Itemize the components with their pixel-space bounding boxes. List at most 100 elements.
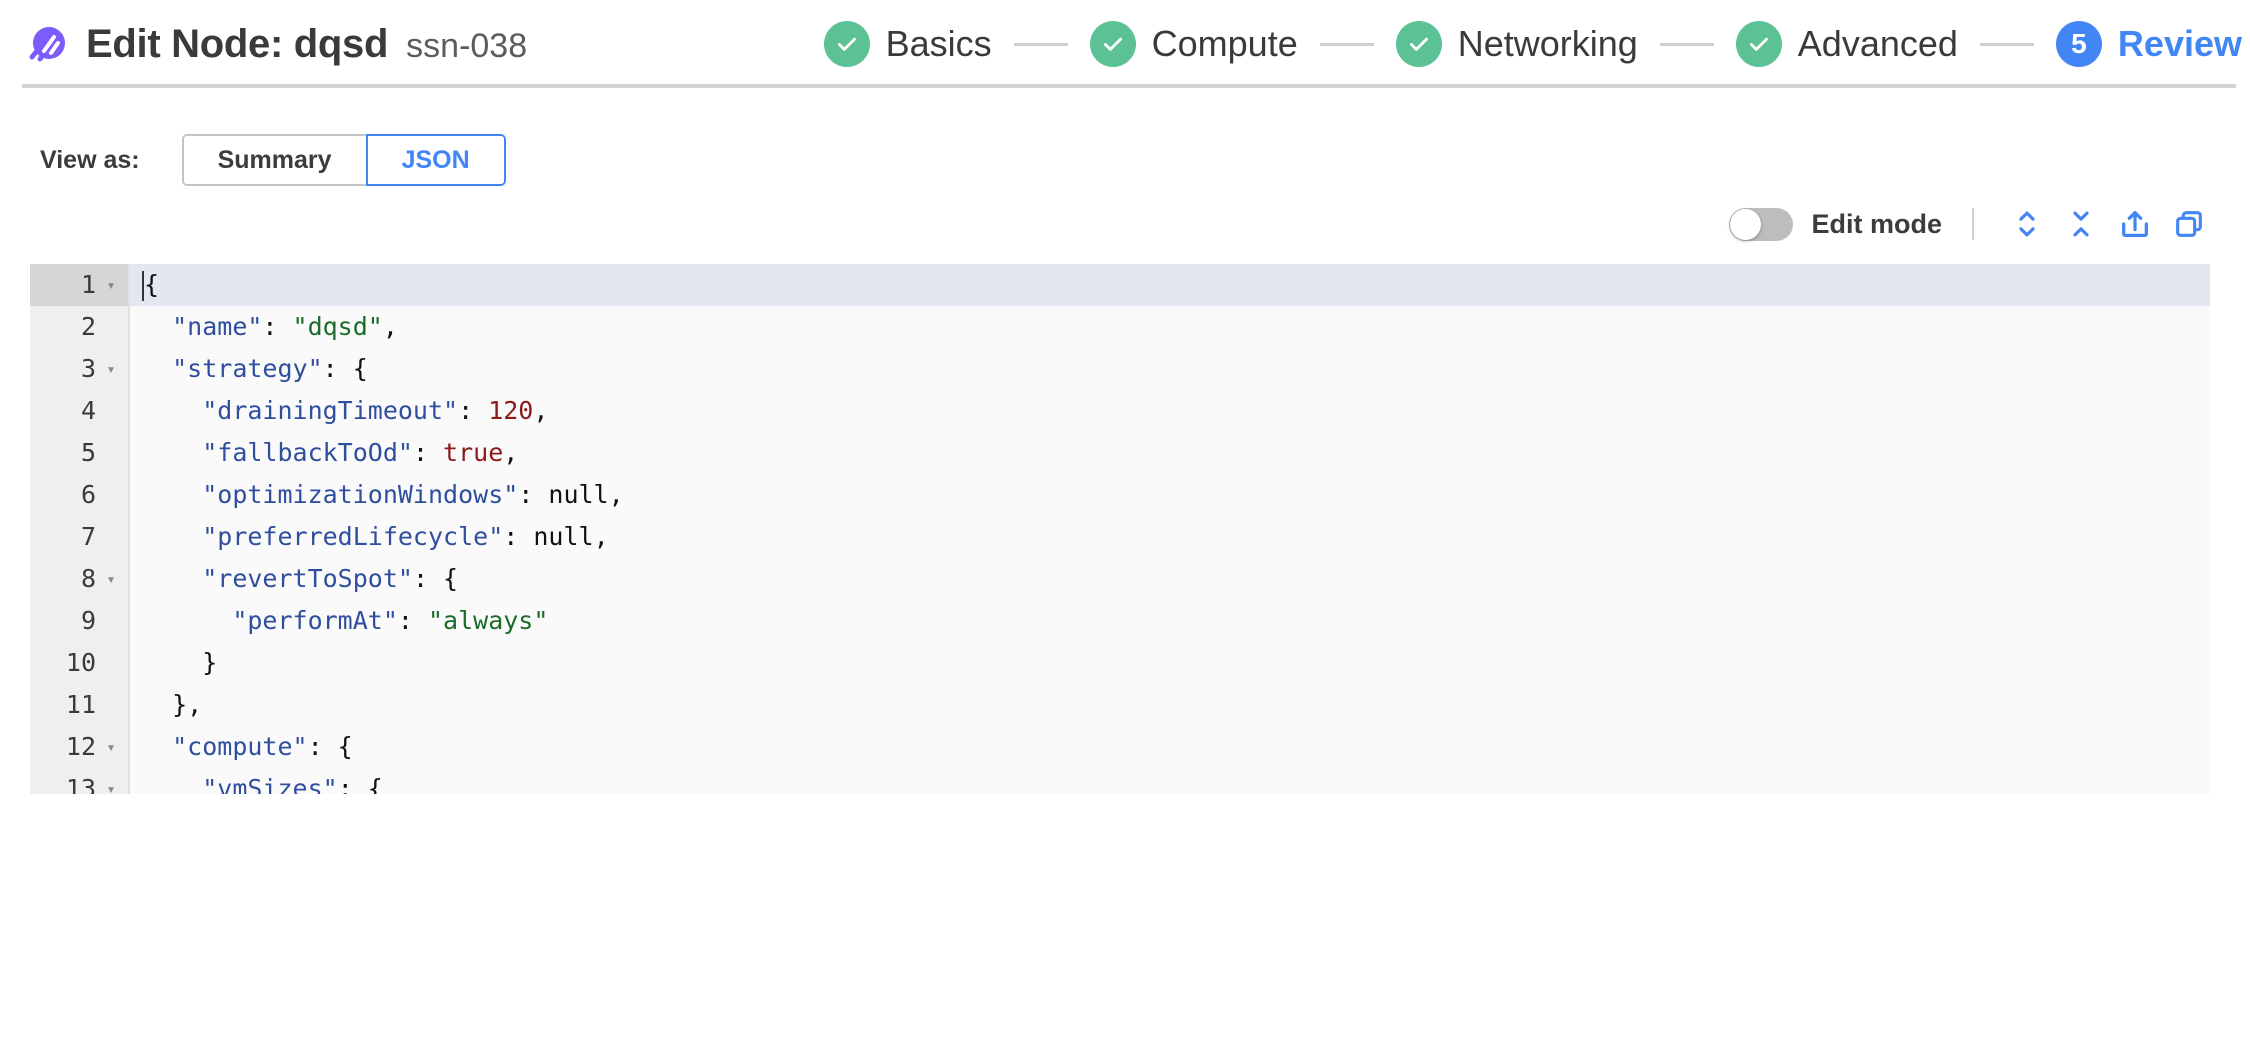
code-text[interactable]: "preferredLifecycle": null, xyxy=(130,516,2210,558)
step-status-basics xyxy=(823,21,870,67)
line-number: 7 xyxy=(80,522,96,551)
line-number: 10 xyxy=(65,648,96,677)
code-line[interactable]: 10▾ } xyxy=(30,642,2210,684)
code-line[interactable]: 9▾ "performAt": "always" xyxy=(30,600,2210,642)
line-gutter: 4▾ xyxy=(30,390,130,432)
step-status-networking xyxy=(1395,21,1442,67)
copy-button[interactable] xyxy=(2162,197,2216,251)
line-number: 5 xyxy=(80,438,96,467)
code-token-punct: : xyxy=(262,312,293,341)
code-text[interactable]: "revertToSpot": { xyxy=(130,558,2210,600)
line-gutter: 11▾ xyxy=(30,684,130,726)
code-token-null: null xyxy=(548,480,609,509)
code-line[interactable]: 6▾ "optimizationWindows": null, xyxy=(30,474,2210,516)
line-number: 1 xyxy=(80,270,96,299)
line-number: 9 xyxy=(80,606,96,635)
stepper-step-compute[interactable]: Compute xyxy=(1089,21,1298,67)
code-line[interactable]: 5▾ "fallbackToOd": true, xyxy=(30,432,2210,474)
stepper-step-advanced[interactable]: Advanced xyxy=(1735,21,1958,67)
stepper-label-basics: Basics xyxy=(885,23,992,64)
share-export-button[interactable] xyxy=(2108,197,2162,251)
code-indent xyxy=(142,558,202,600)
code-indent xyxy=(142,600,232,642)
code-token-punct: : xyxy=(412,438,444,467)
code-text[interactable]: "name": "dqsd", xyxy=(130,306,2210,348)
check-icon xyxy=(1103,37,1122,51)
collapse-all-icon xyxy=(2073,211,2089,237)
page-title-block: Edit Node: dqsd ssn-038 xyxy=(86,22,527,67)
code-token-key: "optimizationWindows" xyxy=(202,480,519,509)
expand-all-icon xyxy=(2019,211,2035,237)
view-as-option-summary[interactable]: Summary xyxy=(181,134,366,186)
code-line[interactable]: 4▾ "drainingTimeout": 120, xyxy=(30,390,2210,432)
code-line[interactable]: 8▾ "revertToSpot": { xyxy=(30,558,2210,600)
code-line[interactable]: 2▾ "name": "dqsd", xyxy=(30,306,2210,348)
code-token-bool: true xyxy=(443,438,504,467)
step-status-advanced xyxy=(1735,21,1782,67)
code-token-key: "revertToSpot" xyxy=(202,564,413,593)
code-text[interactable]: "strategy": { xyxy=(130,348,2210,390)
view-as-label: View as: xyxy=(40,145,140,174)
code-text[interactable]: } xyxy=(130,642,2210,684)
fold-toggle-icon[interactable]: ▾ xyxy=(106,360,116,378)
line-number: 6 xyxy=(80,480,96,509)
stepper-step-basics[interactable]: Basics xyxy=(823,21,992,67)
stepper-connector-1 xyxy=(1013,42,1068,46)
code-text[interactable]: "drainingTimeout": 120, xyxy=(130,390,2210,432)
code-line[interactable]: 13▾ "vmSizes": { xyxy=(30,768,2210,794)
code-token-punct: , xyxy=(608,480,624,509)
code-line[interactable]: 1 ▾ { xyxy=(30,264,2210,306)
code-token-num: 120 xyxy=(488,396,534,425)
edit-mode-toggle[interactable] xyxy=(1729,207,1794,241)
share-export-icon xyxy=(2122,211,2148,237)
fold-toggle-icon[interactable]: ▾ xyxy=(106,780,116,794)
fold-toggle-icon[interactable]: ▾ xyxy=(106,738,116,756)
stepper-connector-4 xyxy=(1979,42,2034,46)
header-divider xyxy=(22,84,2236,88)
code-token-key: "preferredLifecycle" xyxy=(202,522,504,551)
edit-mode-label: Edit mode xyxy=(1811,208,1942,239)
code-line[interactable]: 11▾ }, xyxy=(30,684,2210,726)
line-number: 8 xyxy=(80,564,96,593)
code-text[interactable]: }, xyxy=(130,684,2210,726)
view-as-option-json[interactable]: JSON xyxy=(365,134,506,186)
code-token-punct: : { xyxy=(307,732,353,761)
fold-toggle-icon[interactable]: ▾ xyxy=(106,276,116,294)
line-gutter: 13▾ xyxy=(30,768,130,794)
code-token-str: "always" xyxy=(428,606,549,635)
stepper-label-compute: Compute xyxy=(1151,23,1298,64)
code-indent xyxy=(142,348,172,390)
line-gutter: 8▾ xyxy=(30,558,130,600)
code-text[interactable]: { xyxy=(130,264,2210,306)
code-token-punct: , xyxy=(382,312,398,341)
toolbar-divider xyxy=(1972,208,1974,240)
stepper-connector-3 xyxy=(1659,42,1714,46)
code-text[interactable]: "compute": { xyxy=(130,726,2210,768)
stepper-step-review[interactable]: 5 Review xyxy=(2055,21,2242,67)
text-cursor xyxy=(142,271,144,301)
editor-toolbar: Edit mode xyxy=(0,184,2250,264)
expand-all-button[interactable] xyxy=(2000,197,2054,251)
stepper-step-networking[interactable]: Networking xyxy=(1395,21,1638,67)
code-line[interactable]: 7▾ "preferredLifecycle": null, xyxy=(30,516,2210,558)
code-token-punct: : { xyxy=(322,354,368,383)
code-token-punct: { xyxy=(144,270,160,299)
code-text[interactable]: "performAt": "always" xyxy=(130,600,2210,642)
code-line[interactable]: 3▾ "strategy": { xyxy=(30,348,2210,390)
code-token-null: null xyxy=(533,522,594,551)
line-gutter: 12 ▾ xyxy=(30,726,130,768)
view-as-segmented-control[interactable]: Summary JSON xyxy=(181,134,506,186)
line-gutter: 10▾ xyxy=(30,642,130,684)
check-icon xyxy=(1409,37,1428,51)
line-gutter: 7▾ xyxy=(30,516,130,558)
collapse-all-button[interactable] xyxy=(2054,197,2108,251)
code-text[interactable]: "optimizationWindows": null, xyxy=(130,474,2210,516)
line-number: 12 xyxy=(65,732,96,761)
code-text[interactable]: "fallbackToOd": true, xyxy=(130,432,2210,474)
fold-toggle-icon[interactable]: ▾ xyxy=(106,570,116,588)
code-text[interactable]: "vmSizes": { xyxy=(130,768,2210,794)
code-token-punct: : xyxy=(397,606,428,635)
json-code-editor[interactable]: 1 ▾ {2▾ "name": "dqsd",3▾ "strategy": {4▾ … xyxy=(30,264,2210,794)
line-number: 4 xyxy=(80,396,96,425)
code-line[interactable]: 12 ▾ "compute": { xyxy=(30,726,2210,768)
